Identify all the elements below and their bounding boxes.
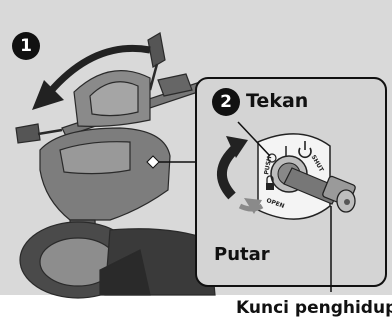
key-label: Kunci penghidup bbox=[236, 298, 392, 318]
step-1-badge: 1 bbox=[12, 32, 40, 60]
step-2-label: Tekan bbox=[246, 90, 308, 112]
rotate-label: Putar bbox=[214, 244, 270, 265]
step-2-badge: 2 bbox=[212, 88, 240, 116]
